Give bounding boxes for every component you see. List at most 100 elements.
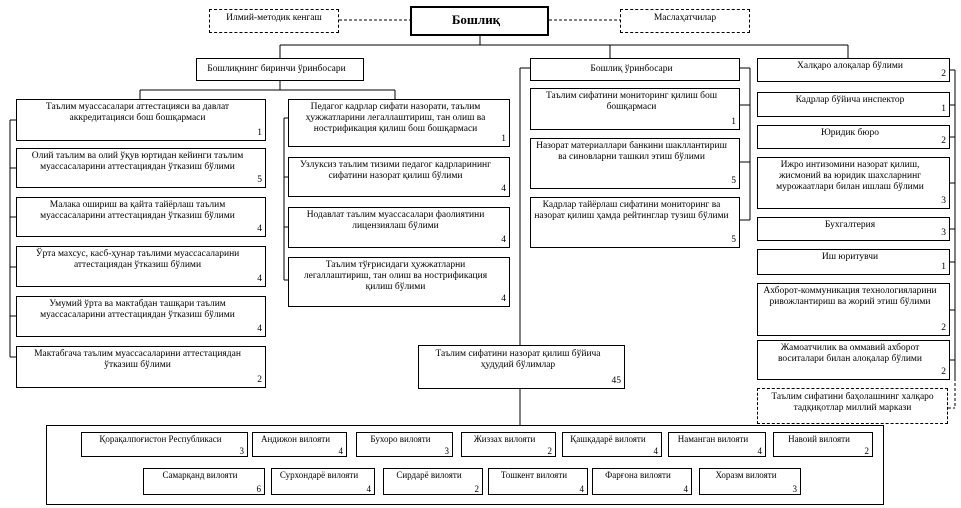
region-box-6: Наманган вилояти 4 [668, 432, 766, 457]
col3-box-1: Таълим сифатини мониторинг қилиш бош бош… [530, 88, 740, 130]
col2-count-1: 1 [501, 134, 506, 144]
col1-label-6: Мактабгача таълим муассасаларини аттеста… [34, 349, 241, 370]
region-label-9: Сурхондарё вилояти [279, 470, 359, 480]
region-label-11: Тошкент вилояти [500, 470, 568, 480]
region-box-1: Қорақалпоғистон Республикаси 3 [81, 432, 248, 457]
region-label-5: Қашқадарё вилояти [570, 434, 646, 444]
region-label-10: Сирдарё вилояти [396, 470, 462, 480]
col2-count-2: 4 [501, 184, 506, 194]
region-box-4: Жиззах вилояти 2 [461, 432, 556, 457]
region-count-2: 4 [338, 446, 344, 456]
region-label-12: Фарғона вилояти [605, 470, 671, 480]
col3-count-3: 5 [731, 235, 736, 245]
col4-box-1: Халқаро алоқалар бўлими 2 [757, 58, 950, 82]
col2-box-4: Таълим тўғрисидаги ҳужжатларни легаллашт… [288, 257, 510, 307]
region-count-12: 4 [683, 484, 689, 494]
region-label-6: Наманган вилояти [677, 434, 749, 444]
col2-count-3: 4 [501, 235, 506, 245]
col3-label-1: Таълим сифатини мониторинг қилиш бош бош… [545, 91, 718, 112]
advisors-box: Маслаҳатчилар [620, 9, 750, 33]
region-label-2: Андижон вилояти [260, 434, 331, 444]
col1-count-3: 4 [257, 224, 262, 234]
col4-count-2: 1 [941, 104, 946, 114]
region-box-9: Сурхондарё вилояти 4 [271, 468, 375, 495]
col3-count-1: 1 [731, 117, 736, 127]
col3-box-2: Назорат материаллари банкини шакллантири… [530, 138, 740, 189]
first-deputy-box: Бошлиқнинг биринчи ўринбосари [196, 58, 364, 81]
col2-box-1: Педагог кадрлар сифати назорати, таълим … [288, 99, 510, 147]
col4-box-4: Ижро интизомини назорат қилиш, жисмоний … [757, 157, 950, 209]
col2-label-1: Педагог кадрлар сифати назорати, таълим … [305, 102, 486, 134]
col2-box-2: Узлуксиз таълим тизими педагог кадрларин… [288, 157, 510, 197]
deputy-title: Бошлиқ ўринбосари [590, 64, 673, 74]
col1-label-1: Таълим муассасалари аттестацияси ва давл… [45, 102, 230, 123]
col4-count-7: 2 [941, 323, 946, 333]
advisors-label: Маслаҳатчилар [653, 13, 717, 23]
territorial-count: 45 [611, 376, 622, 386]
col4-label-2: Кадрлар бўйича инспектор [795, 95, 905, 105]
region-count-1: 3 [239, 446, 245, 456]
col3-count-2: 5 [731, 176, 736, 186]
col2-box-3: Нодавлат таълим муассасалари фаолиятини … [288, 207, 510, 248]
scientific-council-box: Илмий-методик кенгаш [209, 9, 339, 33]
region-box-13: Хоразм вилояти 3 [699, 468, 801, 495]
col2-label-2: Узлуксиз таълим тизими педагог кадрларин… [299, 160, 492, 181]
region-count-6: 4 [757, 446, 763, 456]
col1-count-2: 5 [257, 175, 262, 185]
head-title: Бошлиқ [451, 12, 501, 27]
region-label-4: Жиззах вилояти [473, 434, 536, 444]
region-count-5: 4 [653, 446, 659, 456]
col4-count-4: 3 [941, 196, 946, 206]
col4-label-4: Ижро интизомини назорат қилиш, жисмоний … [776, 160, 924, 192]
col4-count-5: 3 [941, 228, 946, 238]
territorial-box: Таълим сифатини назорат қилиш бўйича ҳуд… [418, 345, 625, 389]
col1-box-2: Олий таълим ва олий ўқув юртидан кейинги… [16, 148, 266, 188]
deputy-box: Бошлиқ ўринбосари [530, 58, 740, 81]
region-box-12: Фарғона вилояти 4 [592, 468, 692, 495]
col4-label-1: Халқаро алоқалар бўлими [797, 61, 903, 71]
col4-label-3: Юридик бюро [821, 128, 879, 138]
col4-label-8: Жамоатчилик ва оммавий ахборот воситалар… [777, 343, 923, 364]
col1-box-5: Умумий ўрта ва мактабдан ташқари таълим … [16, 296, 266, 337]
col4-box-7: Ахборот-коммуникация технологияларини ри… [757, 283, 950, 336]
region-count-13: 3 [792, 484, 798, 494]
col4-count-6: 1 [941, 262, 946, 272]
col3-label-2: Назорат материаллари банкини шакллантири… [536, 141, 727, 162]
col1-label-2: Олий таълим ва олий ўқув юртидан кейинги… [31, 151, 244, 172]
territorial-label: Таълим сифатини назорат қилиш бўйича ҳуд… [435, 349, 601, 370]
col1-label-3: Малака ошириш ва қайта тайёрлаш таълим м… [40, 200, 235, 221]
region-count-4: 2 [547, 446, 553, 456]
col1-box-3: Малака ошириш ва қайта тайёрлаш таълим м… [16, 197, 266, 237]
region-box-2: Андижон вилояти 4 [252, 432, 347, 457]
col3-label-3: Кадрлар тайёрлаш сифатини мониторинг ва … [534, 200, 729, 221]
region-count-9: 4 [366, 484, 372, 494]
head-box: Бошлиқ [410, 6, 549, 36]
col1-box-1: Таълим муассасалари аттестацияси ва давл… [16, 99, 266, 141]
col1-count-4: 4 [257, 274, 262, 284]
col1-label-5: Умумий ўрта ва мактабдан ташқари таълим … [40, 299, 235, 320]
national-center-label: Таълим сифатини баҳолашнинг халқаро тадқ… [771, 392, 934, 413]
region-label-13: Хоразм вилояти [715, 470, 777, 480]
col2-label-3: Нодавлат таълим муассасалари фаолиятини … [306, 210, 485, 231]
region-label-3: Бухоро вилояти [370, 434, 431, 444]
col4-box-3: Юридик бюро 2 [757, 125, 950, 149]
col1-count-5: 4 [257, 324, 262, 334]
col4-box-2: Кадрлар бўйича инспектор 1 [757, 92, 950, 117]
col4-label-7: Ахборот-коммуникация технологияларини ри… [763, 286, 937, 307]
col1-box-4: Ўрта махсус, касб-ҳунар таълими муассаса… [16, 246, 266, 287]
col4-count-8: 2 [941, 367, 946, 377]
col1-count-1: 1 [257, 128, 262, 138]
col4-count-3: 2 [941, 136, 946, 146]
national-center-box: Таълим сифатини баҳолашнинг халқаро тадқ… [757, 388, 948, 424]
region-label-1: Қорақалпоғистон Республикаси [99, 434, 222, 444]
col3-box-3: Кадрлар тайёрлаш сифатини мониторинг ва … [530, 197, 740, 248]
col1-count-6: 2 [257, 375, 262, 385]
col4-count-1: 2 [941, 69, 946, 79]
